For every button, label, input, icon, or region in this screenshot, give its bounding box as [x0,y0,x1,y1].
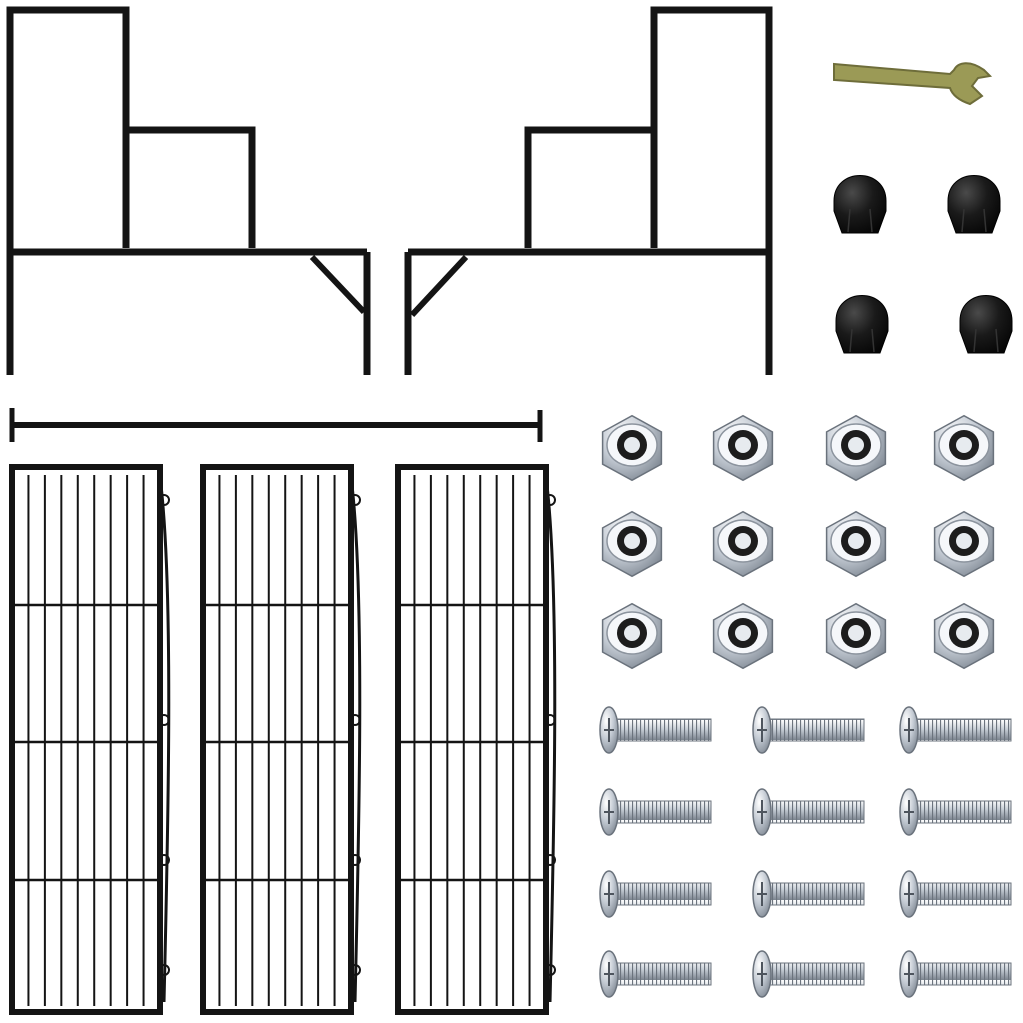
lock-nut [825,414,887,482]
screw [899,870,1012,918]
lock-nut [825,510,887,578]
lock-nut [825,602,887,670]
cap-nut [947,175,1001,234]
screw [599,870,712,918]
side-frame-left [6,6,371,375]
screw [752,950,865,998]
lock-nut [601,602,663,670]
screw [899,950,1012,998]
lock-nut [712,414,774,482]
lock-nut [933,510,995,578]
screw [599,788,712,836]
cap-nut [959,295,1013,354]
side-frame-right [404,6,773,375]
screw [599,950,712,998]
screw [899,788,1012,836]
wire-shelf [395,464,557,1015]
cap-nut [835,295,889,354]
screw [599,706,712,754]
screw [752,870,865,918]
lock-nut [601,414,663,482]
wrench [833,62,993,106]
lock-nut [933,602,995,670]
cap-nut [833,175,887,234]
wire-shelf [9,464,171,1015]
lock-nut [933,414,995,482]
lock-nut [601,510,663,578]
crossbar [9,408,543,442]
lock-nut [712,602,774,670]
screw [752,706,865,754]
lock-nut [712,510,774,578]
wire-shelf [200,464,362,1015]
screw [899,706,1012,754]
screw [752,788,865,836]
